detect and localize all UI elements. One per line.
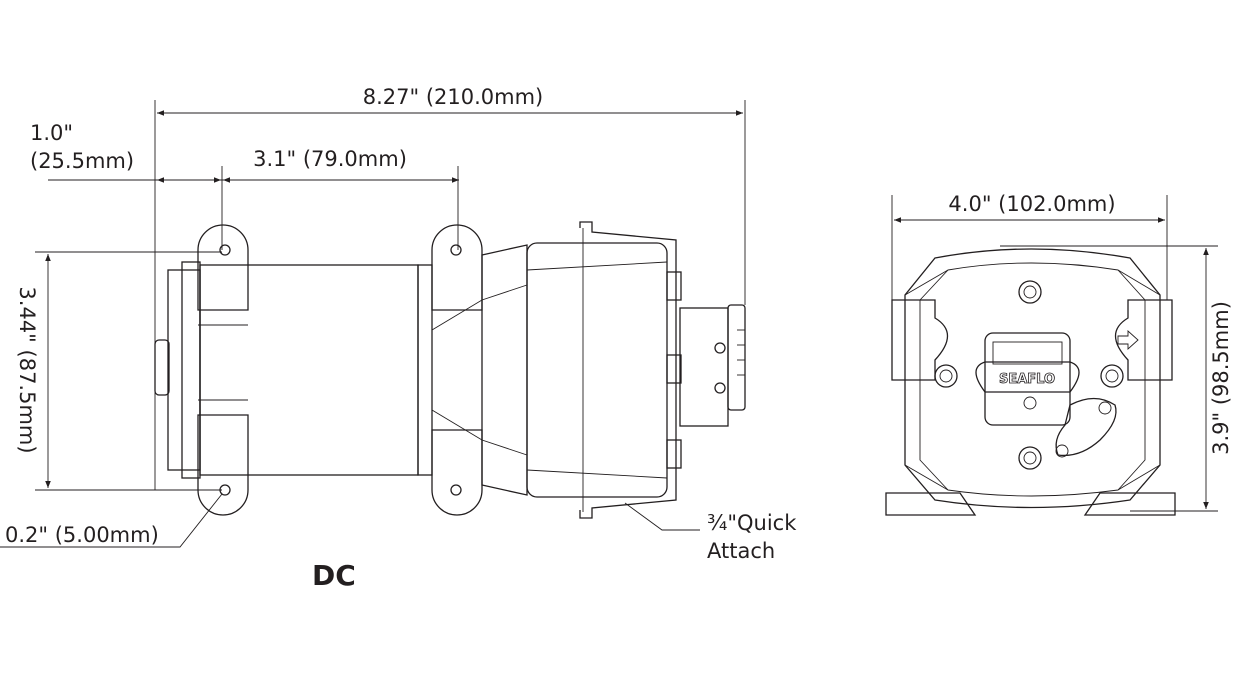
mount-height-label: 3.44" (87.5mm) (15, 286, 39, 453)
pump-front-view: SEAFLO (885, 248, 1176, 516)
model-label: DC (312, 559, 356, 592)
end-offset-inch-label: 1.0" (30, 121, 73, 145)
dimension-overall-length: 8.27" (210.0mm) (154, 85, 746, 490)
dimension-mount-height: 3.44" (87.5mm) (15, 251, 222, 491)
front-height-label: 3.9" (98.5mm) (1209, 301, 1233, 455)
hole-diameter-label: 0.2" (5.00mm) (5, 523, 159, 547)
mount-spacing-label: 3.1" (79.0mm) (253, 147, 407, 171)
dimension-hole: 0.2" (5.00mm) (0, 493, 223, 548)
end-offset-mm-label: (25.5mm) (30, 149, 134, 173)
front-width-label: 4.0" (102.0mm) (948, 192, 1115, 216)
bolt-icon (934, 280, 1124, 470)
quick-attach-callout: ¾"Quick Attach (624, 502, 797, 563)
dimension-front-width: 4.0" (102.0mm) (891, 192, 1168, 300)
seaflo-logo: SEAFLO (999, 372, 1055, 387)
quick-attach-label-line1: ¾"Quick (707, 511, 797, 535)
flow-arrow-icon (1117, 329, 1139, 351)
dimension-end-offset: 1.0" (25.5mm) 3.1" (79.0mm) (30, 121, 459, 250)
overall-length-label: 8.27" (210.0mm) (363, 85, 544, 109)
pump-side-view (154, 221, 746, 519)
dimension-front-height: 3.9" (98.5mm) (1000, 245, 1233, 512)
quick-attach-label-line2: Attach (707, 539, 775, 563)
